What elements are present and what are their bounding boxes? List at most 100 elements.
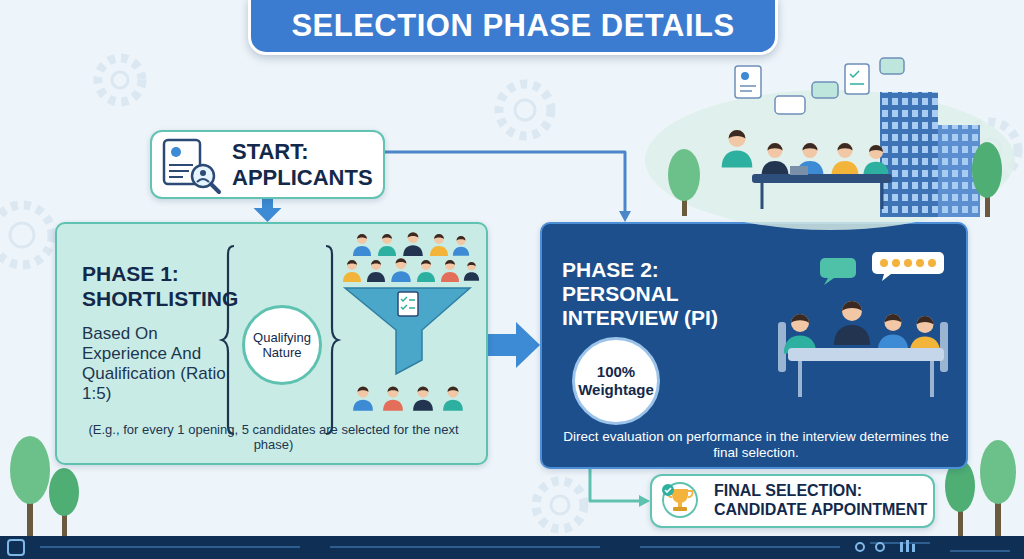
shortlisted-candidates <box>383 387 403 411</box>
tree <box>10 436 50 504</box>
phase-heading: PHASE 2: PERSONAL INTERVIEW (PI) <box>562 258 777 330</box>
footer-bar <box>876 543 884 551</box>
arrow-head <box>516 322 540 368</box>
office-scene <box>812 82 838 98</box>
shortlisted-candidates <box>443 387 463 411</box>
interview-scene <box>872 252 944 274</box>
applicant-icon <box>164 140 219 192</box>
interview-scene <box>834 301 870 345</box>
candidate-pool <box>343 232 479 282</box>
footer-bar <box>906 540 909 552</box>
shortlisted-candidates <box>353 387 463 411</box>
office-scene <box>722 130 753 167</box>
shortlisted-candidates <box>413 387 433 411</box>
result-label: FINAL SELECTION: CANDIDATE APPOINTMENT <box>714 482 929 520</box>
office-scene <box>741 72 749 80</box>
office-scene <box>938 125 980 217</box>
candidate-pool <box>453 236 469 256</box>
gear-hub <box>10 72 1001 514</box>
office-scene <box>668 149 700 201</box>
circle-outline <box>574 339 659 424</box>
office-scene <box>740 86 756 91</box>
gear-decor <box>0 58 1018 529</box>
trophy-icon <box>662 483 697 517</box>
office-scene <box>762 143 789 176</box>
office-scene <box>880 58 904 74</box>
gear-decor <box>962 122 1018 178</box>
office-scene <box>850 71 864 84</box>
text-slot: FINAL SELECTION: CANDIDATE APPOINTMENT <box>714 482 929 520</box>
interview-scene <box>820 258 856 278</box>
office-scene <box>880 92 938 217</box>
weightage-circle: 100% Weightage <box>572 337 660 425</box>
interview-scene <box>904 259 912 267</box>
result-box: FINAL SELECTION: CANDIDATE APPOINTMENT <box>650 474 935 528</box>
bracket <box>326 246 338 434</box>
interview-scene <box>940 322 948 372</box>
circle-label: 100% Weightage <box>577 363 655 398</box>
gear-hub <box>979 139 1001 161</box>
bracket <box>222 246 338 434</box>
text-slot: Direct evaluation on performance in the … <box>554 429 958 461</box>
tree <box>49 468 79 516</box>
interview-scene <box>800 361 932 397</box>
office-scene <box>832 143 859 176</box>
interview-scene <box>778 252 948 397</box>
phase-body: Direct evaluation on performance in the … <box>554 429 958 461</box>
funnel <box>398 292 418 316</box>
circle-outline <box>244 307 321 384</box>
arrow-head <box>254 208 282 222</box>
candidate-pool <box>353 234 371 256</box>
footer-bar <box>900 542 903 552</box>
candidate-pool <box>343 260 361 282</box>
funnel <box>345 288 470 374</box>
footer-bar <box>40 543 1010 551</box>
text-slot: START: APPLICANTS <box>232 139 382 191</box>
connector <box>488 322 540 368</box>
applicant-icon <box>192 165 214 187</box>
candidate-pool <box>441 260 459 282</box>
footer-bar <box>0 536 1024 559</box>
phase-box: PHASE 1: SHORTLISTINGBased On Experience… <box>55 222 488 465</box>
circle-label: Qualifying Nature <box>248 330 316 361</box>
applicant-icon <box>211 184 219 192</box>
candidate-pool <box>391 258 411 282</box>
trophy-icon <box>667 491 692 497</box>
trophy-icon <box>663 483 697 517</box>
connector <box>590 469 650 507</box>
office-scene <box>797 143 824 176</box>
office-scene <box>938 125 980 217</box>
funnel <box>345 288 470 374</box>
office-scene <box>762 183 882 209</box>
applicant-icon <box>197 179 209 182</box>
text-slot: PHASE 1: SHORTLISTING <box>82 262 277 312</box>
interview-scene <box>880 259 888 267</box>
shortlisted-candidates <box>353 387 373 411</box>
interview-scene <box>882 274 891 281</box>
gear-decor <box>0 205 52 265</box>
office-scene <box>985 175 990 217</box>
office-scene <box>775 96 805 114</box>
start-box: START: APPLICANTS <box>150 130 385 199</box>
applicant-icon <box>169 165 193 177</box>
arrow-head <box>639 495 650 507</box>
gear-decor <box>499 84 551 136</box>
office-scene <box>863 145 888 176</box>
title-text: SELECTION PHASE DETAILS <box>291 8 734 45</box>
phase-heading: PHASE 1: SHORTLISTING <box>82 262 277 312</box>
footer-bar <box>912 544 915 552</box>
office-scene <box>880 92 938 217</box>
phase-note: (E.g., for every 1 opening, 5 candidates… <box>69 422 478 453</box>
gear-hub <box>551 496 569 514</box>
footer-bar <box>856 543 864 551</box>
applicant-icon <box>171 147 181 157</box>
interview-scene <box>928 259 936 267</box>
interview-scene <box>916 259 924 267</box>
interview-scene <box>878 314 909 351</box>
gear-hub <box>10 223 34 247</box>
footer-bar <box>0 536 1024 559</box>
connector-line <box>590 469 640 501</box>
connector-line <box>385 152 625 212</box>
arrow-head <box>619 211 631 222</box>
